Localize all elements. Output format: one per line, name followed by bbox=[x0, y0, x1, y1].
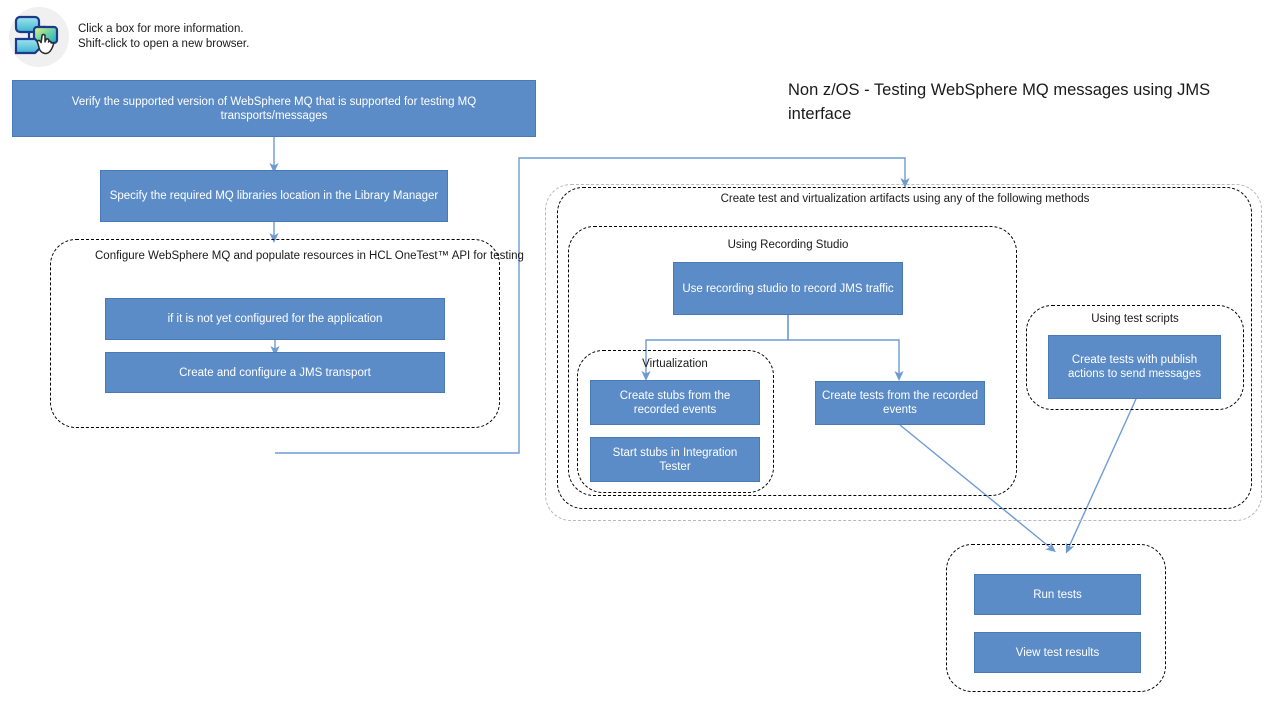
legend-instructions: Click a box for more information. Shift-… bbox=[78, 22, 249, 52]
node-not-configured[interactable]: if it is not yet configured for the appl… bbox=[105, 298, 445, 340]
node-specify-libraries[interactable]: Specify the required MQ libraries locati… bbox=[100, 170, 448, 222]
node-create-tests-recorded[interactable]: Create tests from the recorded events bbox=[815, 381, 985, 425]
legend-line-2: Shift-click to open a new browser. bbox=[78, 38, 250, 50]
node-view-test-results[interactable]: View test results bbox=[974, 632, 1141, 673]
flowchart-hand-cursor-icon bbox=[8, 6, 70, 68]
group-create-artifacts-label: Create test and virtualization artifacts… bbox=[720, 193, 1090, 205]
node-use-recording-studio[interactable]: Use recording studio to record JMS traff… bbox=[673, 262, 903, 315]
legend-line-1: Click a box for more information. bbox=[78, 23, 244, 35]
group-configure-mq bbox=[50, 239, 500, 428]
node-jms-transport[interactable]: Create and configure a JMS transport bbox=[105, 352, 445, 393]
node-run-tests[interactable]: Run tests bbox=[974, 574, 1141, 615]
group-using-recording-studio bbox=[568, 226, 1017, 496]
group-configure-mq-label: Configure WebSphere MQ and populate reso… bbox=[95, 250, 524, 262]
group-create-artifacts bbox=[557, 187, 1252, 509]
node-create-stubs[interactable]: Create stubs from the recorded events bbox=[590, 380, 760, 425]
group-virtualization-label: Virtualization bbox=[642, 358, 708, 370]
group-using-test-scripts bbox=[1026, 305, 1244, 410]
node-create-tests-publish[interactable]: Create tests with publish actions to sen… bbox=[1048, 335, 1221, 399]
group-virtualization bbox=[577, 350, 774, 493]
group-using-recording-studio-label: Using Recording Studio bbox=[727, 239, 849, 251]
diagram-title: Non z/OS - Testing WebSphere MQ messages… bbox=[788, 81, 1211, 123]
node-verify-version[interactable]: Verify the supported version of WebSpher… bbox=[12, 80, 536, 137]
group-using-test-scripts-label: Using test scripts bbox=[1091, 313, 1179, 325]
node-start-stubs[interactable]: Start stubs in Integration Tester bbox=[590, 437, 760, 482]
group-results bbox=[946, 544, 1166, 692]
group-create-artifacts-outer bbox=[545, 184, 1262, 521]
